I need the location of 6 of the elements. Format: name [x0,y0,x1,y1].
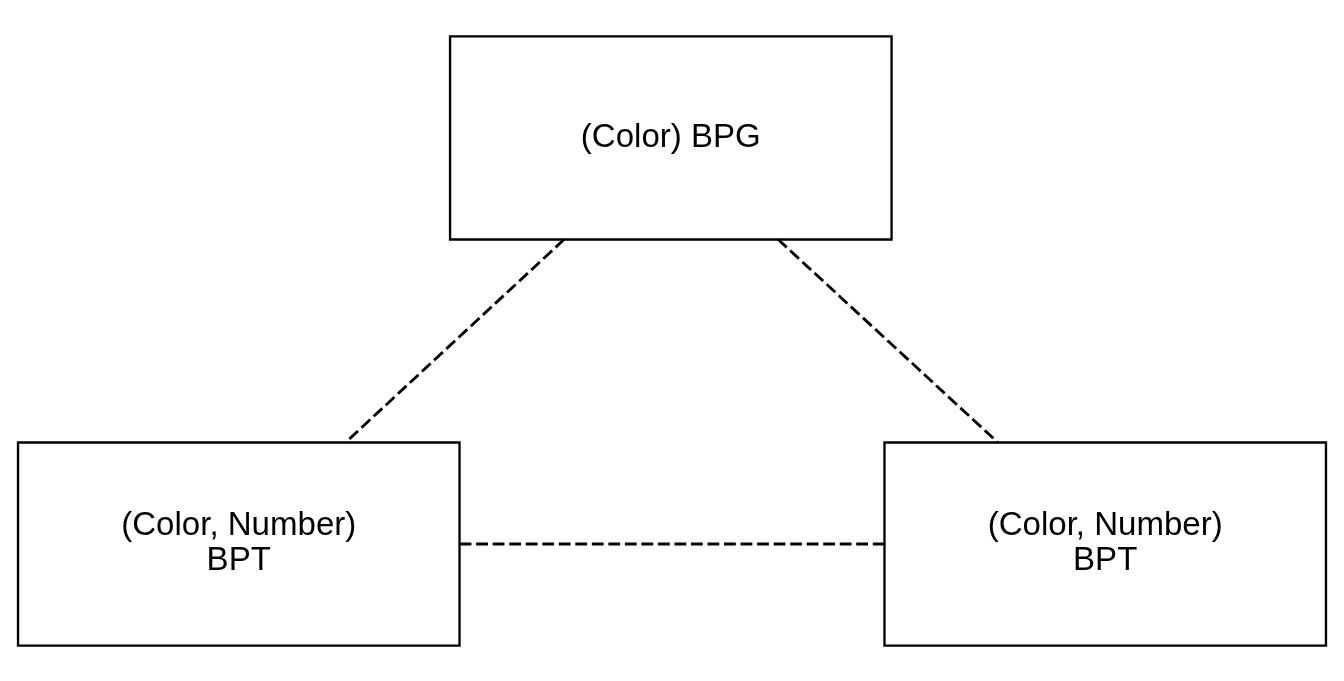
node-box: (Color, Number) BPT [883,440,1328,647]
connector [459,542,884,545]
node-box: (Color) BPG [448,34,893,241]
connector [344,238,565,443]
node-box: (Color, Number) BPT [16,440,461,647]
connector [777,238,999,443]
